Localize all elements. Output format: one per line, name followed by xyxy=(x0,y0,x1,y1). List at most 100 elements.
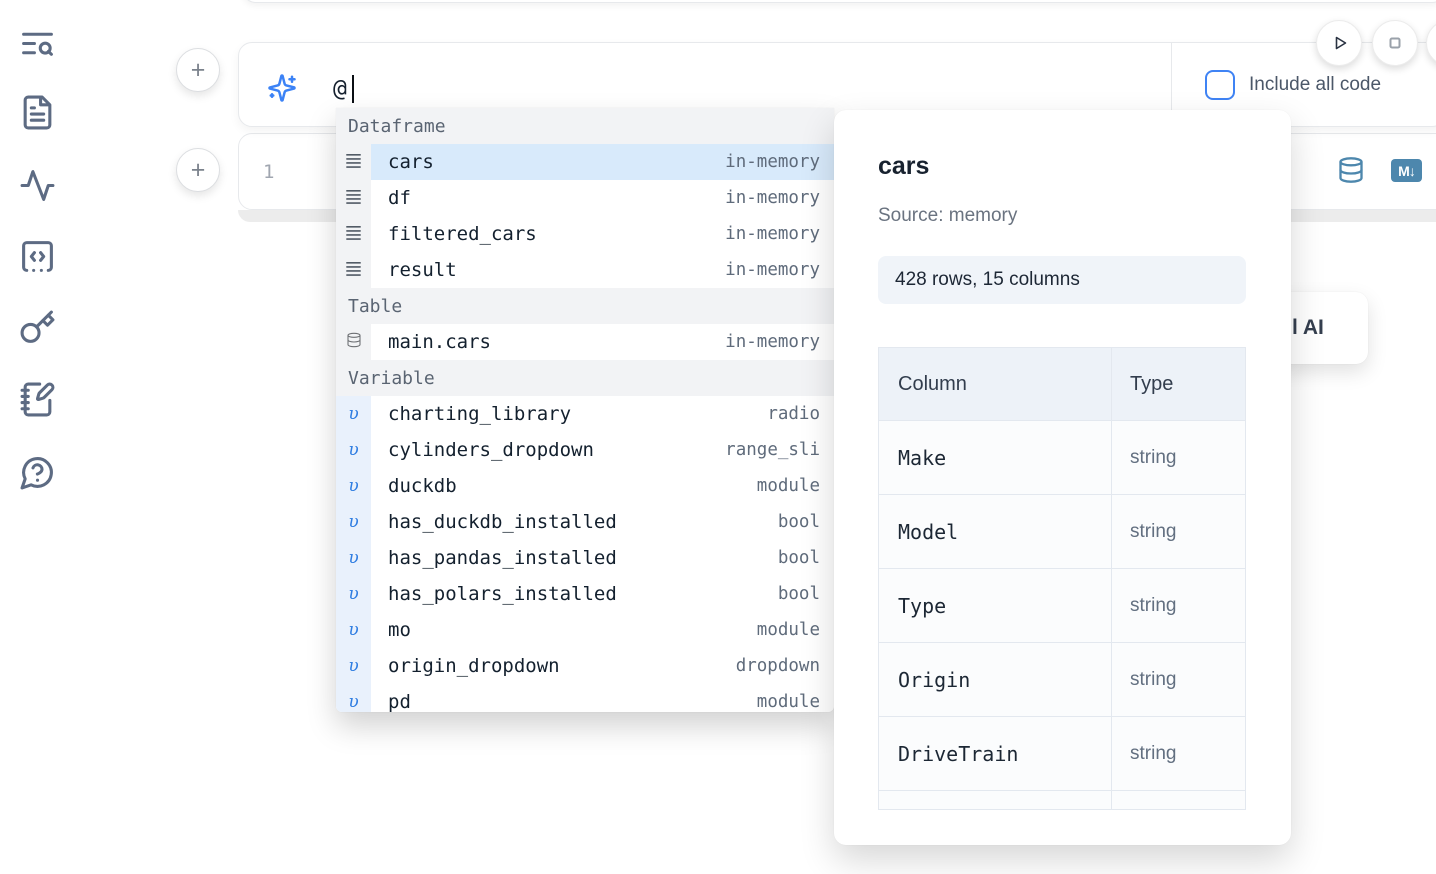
rows-icon xyxy=(345,188,362,209)
divider xyxy=(1171,43,1172,126)
item-name: has_polars_installed xyxy=(388,583,617,605)
autocomplete-item-main.cars[interactable]: main.cars in-memory xyxy=(336,324,834,360)
preview-source: Source: memory xyxy=(878,205,1018,226)
previous-cell-edge xyxy=(242,0,1436,3)
dataframe-preview-panel: cars Source: memory 428 rows, 15 columns… xyxy=(834,110,1291,845)
item-icon-gutter xyxy=(336,180,371,216)
markdown-toggle-icon[interactable]: M↓ xyxy=(1391,159,1422,182)
ai-prompt-input[interactable]: @ xyxy=(333,76,347,102)
item-type-badge: module xyxy=(756,620,820,640)
column-type: string xyxy=(1130,520,1177,542)
item-icon-gutter: υ xyxy=(336,684,371,712)
play-icon xyxy=(1335,36,1347,50)
sidebar-item-snippets[interactable] xyxy=(16,235,58,277)
include-all-code-checkbox[interactable] xyxy=(1205,69,1235,100)
item-name: has_duckdb_installed xyxy=(388,511,617,533)
variable-icon: υ xyxy=(348,583,359,604)
item-type-badge: bool xyxy=(777,512,820,532)
include-all-code-label: Include all code xyxy=(1249,73,1382,95)
add-cell-button-top[interactable]: + xyxy=(176,48,220,92)
autocomplete-item-has_duckdb_installed[interactable]: υ has_duckdb_installed bool xyxy=(336,504,834,540)
item-name: cylinders_dropdown xyxy=(388,439,594,461)
item-name: charting_library xyxy=(388,403,572,425)
variable-icon: υ xyxy=(348,511,359,532)
item-icon-gutter: υ xyxy=(336,432,371,468)
column-type: string xyxy=(1130,594,1177,616)
sidebar-item-activity[interactable] xyxy=(16,164,58,206)
item-name: df xyxy=(388,187,411,209)
autocomplete-item-has_pandas_installed[interactable]: υ has_pandas_installed bool xyxy=(336,540,834,576)
sidebar-item-scratchpad[interactable] xyxy=(16,378,58,420)
item-name: duckdb xyxy=(388,475,457,497)
sidebar-item-help[interactable] xyxy=(16,451,58,493)
item-type-badge: module xyxy=(756,692,820,712)
schema-row-clipped xyxy=(879,790,1245,809)
item-type-badge: in-memory xyxy=(725,188,820,208)
preview-stats-badge: 428 rows, 15 columns xyxy=(878,256,1246,304)
stop-icon xyxy=(1389,37,1401,49)
autocomplete-item-cylinders_dropdown[interactable]: υ cylinders_dropdown range_sli xyxy=(336,432,834,468)
variable-icon: υ xyxy=(348,619,359,640)
sidebar-item-documents[interactable] xyxy=(16,91,58,133)
item-type-badge: bool xyxy=(777,584,820,604)
rows-icon xyxy=(345,152,362,173)
variable-icon: υ xyxy=(348,403,359,424)
variable-icon: υ xyxy=(348,475,359,496)
run-cell-button[interactable] xyxy=(1316,20,1362,66)
item-name: origin_dropdown xyxy=(388,655,560,677)
item-icon-gutter: υ xyxy=(336,612,371,648)
preview-title: cars xyxy=(878,152,930,180)
autocomplete-section-header: Variable xyxy=(336,360,834,396)
item-icon-gutter: υ xyxy=(336,540,371,576)
item-type-badge: in-memory xyxy=(725,224,820,244)
item-type-badge: bool xyxy=(777,548,820,568)
item-type-badge: radio xyxy=(767,404,820,424)
column-name: DriveTrain xyxy=(898,741,1019,766)
item-name: has_pandas_installed xyxy=(388,547,617,569)
datasource-icon[interactable] xyxy=(1337,156,1365,189)
variable-icon: υ xyxy=(348,547,359,568)
text-search-icon xyxy=(21,32,53,56)
type-header: Type xyxy=(1130,372,1174,395)
autocomplete-item-charting_library[interactable]: υ charting_library radio xyxy=(336,396,834,432)
text-cursor xyxy=(352,75,354,103)
item-icon-gutter: υ xyxy=(336,504,371,540)
item-icon-gutter xyxy=(336,144,371,180)
database-icon xyxy=(346,332,362,352)
sidebar-item-secrets[interactable] xyxy=(16,306,58,348)
notebook-pen-icon xyxy=(20,382,54,416)
autocomplete-item-has_polars_installed[interactable]: υ has_polars_installed bool xyxy=(336,576,834,612)
item-icon-gutter: υ xyxy=(336,468,371,504)
column-name: Model xyxy=(898,519,959,544)
rows-icon xyxy=(345,224,362,245)
sidebar-item-search[interactable] xyxy=(16,22,58,64)
rows-icon xyxy=(345,260,362,281)
variable-icon: υ xyxy=(348,655,359,676)
item-icon-gutter: υ xyxy=(336,576,371,612)
column-name: Make xyxy=(898,445,947,470)
item-type-badge: range_sli xyxy=(725,440,820,460)
item-type-badge: in-memory xyxy=(725,332,820,352)
stop-button[interactable] xyxy=(1372,20,1418,66)
item-type-badge: in-memory xyxy=(725,260,820,280)
item-name: cars xyxy=(388,151,434,173)
column-name: Origin xyxy=(898,667,971,692)
item-name: main.cars xyxy=(388,331,491,353)
add-cell-button-bottom[interactable]: + xyxy=(176,148,220,192)
item-icon-gutter: υ xyxy=(336,648,371,684)
autocomplete-item-df[interactable]: df in-memory xyxy=(336,180,834,216)
item-icon-gutter xyxy=(336,216,371,252)
